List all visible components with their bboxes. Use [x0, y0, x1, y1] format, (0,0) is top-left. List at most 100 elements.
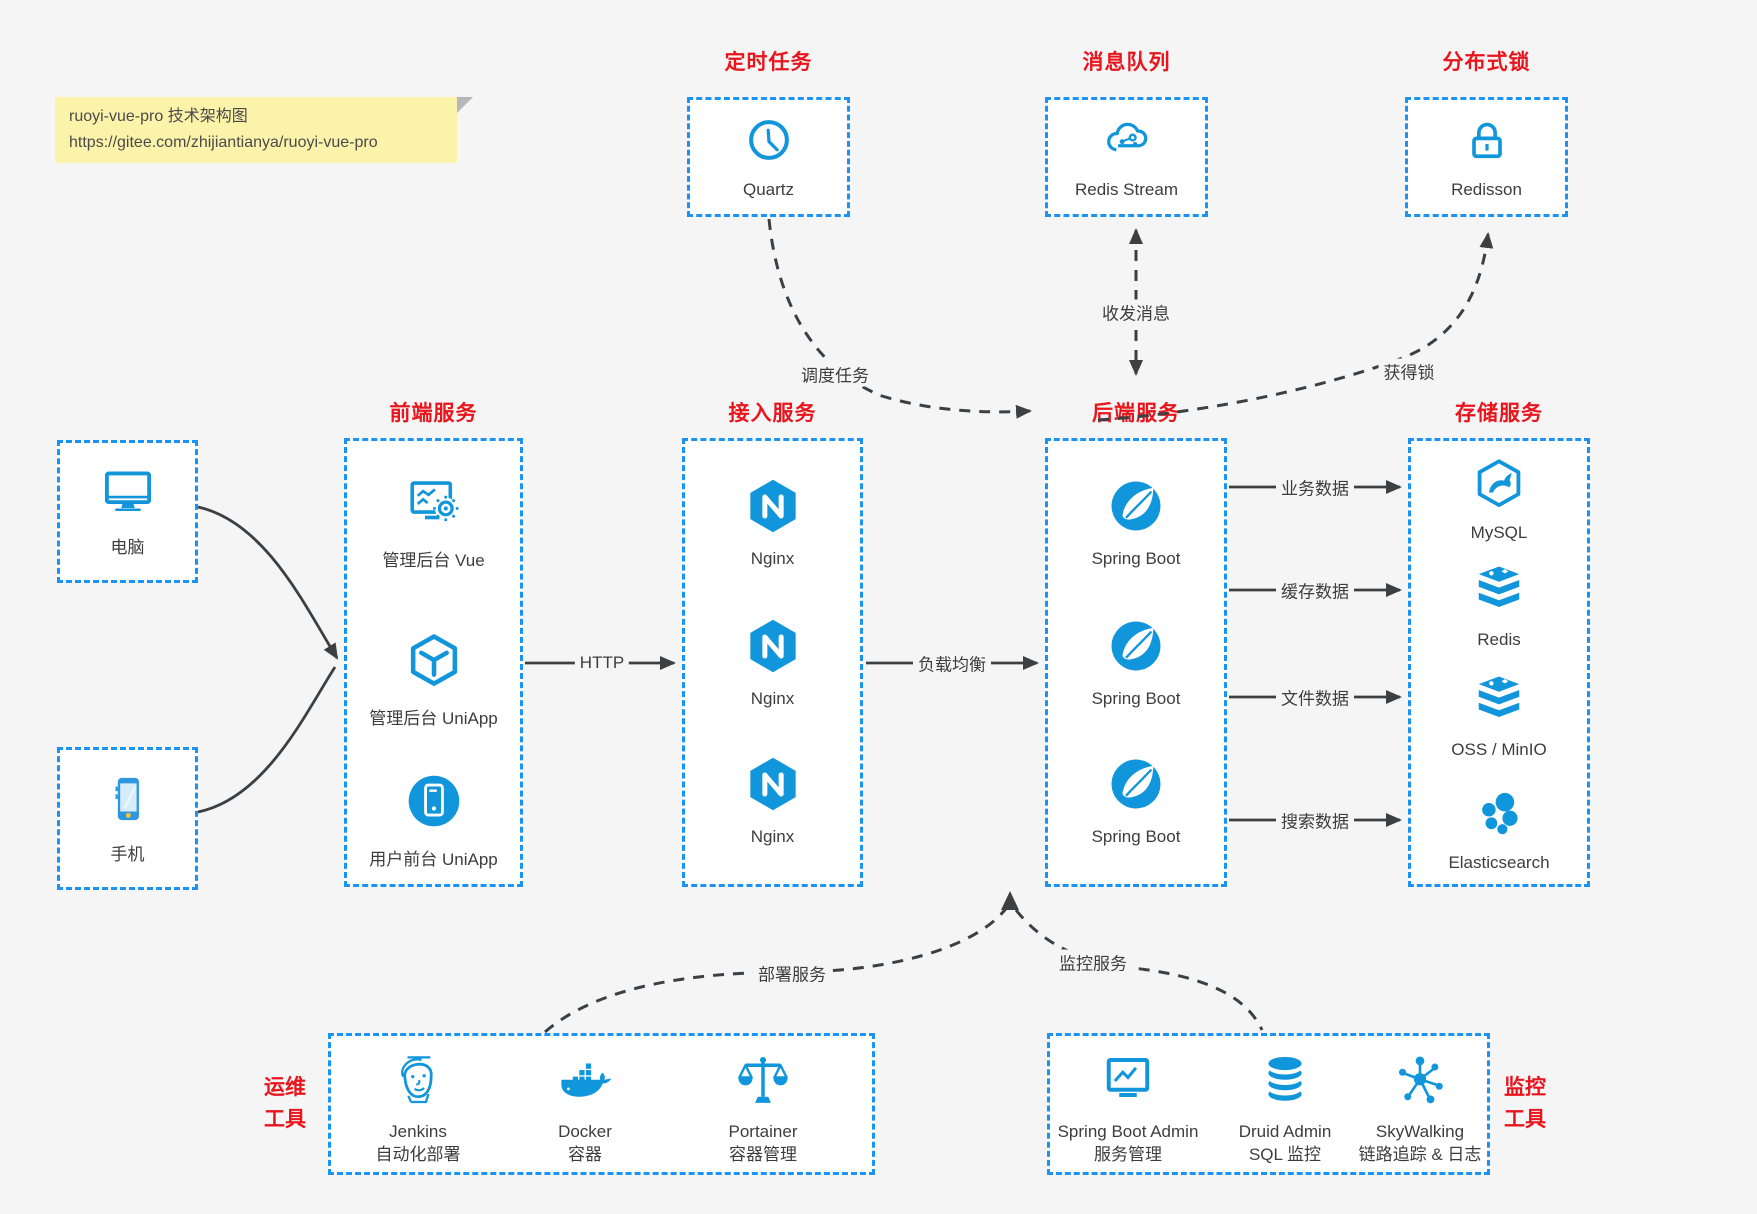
ops-item-portainer: Portainer 容器管理 — [673, 1053, 853, 1166]
box-monitor-tools — [1047, 1033, 1490, 1175]
lock-icon — [1461, 114, 1513, 171]
monitor-item-druid: Druid Admin SQL 监控 — [1195, 1053, 1375, 1166]
backend-item-spring-3: Spring Boot — [1048, 755, 1224, 847]
monitor-tools-side-label: 监控 工具 — [1492, 1072, 1558, 1136]
ops-item-jenkins: Jenkins 自动化部署 — [328, 1053, 508, 1166]
note-title: ruoyi-vue-pro 技术架构图 — [69, 108, 248, 125]
oss-minio-label: OSS / MinIO — [1451, 740, 1547, 759]
ops-tools-side-label: 运维 工具 — [252, 1072, 318, 1136]
quartz-label: Quartz — [742, 180, 795, 199]
docker-sublabel: 容器 — [568, 1145, 602, 1164]
skywalking-label: SkyWalking — [1375, 1122, 1465, 1141]
admin-vue-icon — [405, 474, 463, 537]
pc-label: 电脑 — [110, 538, 145, 557]
ops-tools-label-line2: 工具 — [264, 1108, 306, 1131]
storage-item-elasticsearch: Elasticsearch — [1411, 787, 1587, 873]
spring-boot-label: Spring Boot — [1091, 549, 1181, 568]
group-title-scheduled-tasks: 定时任务 — [724, 51, 813, 74]
cloud-network-icon — [1100, 114, 1154, 171]
storage-item-mysql: MySQL — [1411, 457, 1587, 543]
docker-label: Docker — [558, 1122, 612, 1141]
edge-label-search-data: 搜索数据 — [1276, 807, 1354, 833]
box-client-pc: 电脑 — [57, 440, 198, 583]
docker-icon — [556, 1053, 614, 1114]
edge-label-business-data: 业务数据 — [1276, 474, 1354, 500]
redis-label: Redis — [1477, 630, 1521, 649]
sba-sublabel: 服务管理 — [1094, 1145, 1162, 1164]
spring-boot-icon — [1107, 617, 1165, 680]
admin-uniapp-label: 管理后台 UniApp — [369, 709, 498, 728]
user-app-icon — [404, 771, 464, 836]
column-title-access: 接入服务 — [728, 402, 817, 425]
druid-label: Druid Admin — [1238, 1122, 1332, 1141]
monitor-tools-label-line2: 工具 — [1504, 1108, 1546, 1131]
storage-item-oss-minio: OSS / MinIO — [1411, 674, 1587, 760]
column-title-frontend: 前端服务 — [389, 402, 478, 425]
nginx-label: Nginx — [750, 689, 795, 708]
redisson-label: Redisson — [1451, 180, 1522, 199]
smartphone-icon — [103, 772, 153, 831]
portainer-label: Portainer — [728, 1122, 798, 1141]
druid-icon — [1257, 1053, 1313, 1114]
box-redis-stream: Redis Stream — [1045, 97, 1208, 217]
edge-mobile-to-frontend — [197, 666, 337, 814]
uniapp-box-icon — [405, 632, 463, 695]
spring-boot-icon — [1107, 477, 1165, 540]
note-fold-corner — [457, 97, 473, 113]
box-storage-services: MySQL Redis OSS / MinIO Elasticsearch — [1408, 438, 1590, 887]
storage-item-redis: Redis — [1411, 564, 1587, 650]
sba-label: Spring Boot Admin — [1057, 1122, 1199, 1141]
skywalking-icon — [1392, 1053, 1448, 1114]
elasticsearch-label: Elasticsearch — [1448, 853, 1550, 872]
note-url: https://gitee.com/zhijiantianya/ruoyi-vu… — [69, 134, 378, 151]
spring-boot-label: Spring Boot — [1091, 827, 1181, 846]
nginx-icon — [744, 755, 802, 818]
nginx-label: Nginx — [750, 827, 795, 846]
mysql-label: MySQL — [1470, 523, 1528, 542]
nginx-icon — [744, 477, 802, 540]
jenkins-icon — [390, 1053, 446, 1114]
column-title-backend: 后端服务 — [1092, 402, 1180, 425]
edge-deploy-arrowhead — [1001, 891, 1019, 910]
elasticsearch-icon — [1472, 787, 1526, 846]
sticky-note: ruoyi-vue-pro 技术架构图 https://gitee.com/zh… — [55, 97, 473, 163]
user-uniapp-label: 用户前台 UniApp — [369, 850, 498, 869]
box-access-services: Nginx Nginx Nginx — [682, 438, 863, 887]
backend-item-spring-2: Spring Boot — [1048, 617, 1224, 709]
edge-label-cache-data: 缓存数据 — [1276, 577, 1354, 603]
frontend-item-user-uniapp: 用户前台 UniApp — [347, 771, 520, 870]
edge-label-load-balance: 负载均衡 — [913, 650, 991, 676]
box-ops-tools — [328, 1033, 875, 1175]
ops-tools-label-line1: 运维 — [264, 1076, 306, 1099]
portainer-sublabel: 容器管理 — [729, 1145, 797, 1164]
edge-label-messages: 收发消息 — [1097, 299, 1175, 325]
access-item-nginx-2: Nginx — [685, 617, 860, 709]
ops-item-docker: Docker 容器 — [495, 1053, 675, 1166]
jenkins-label: Jenkins — [389, 1122, 447, 1141]
box-backend-services: Spring Boot Spring Boot Spring Boot — [1045, 438, 1227, 887]
desktop-computer-icon — [99, 465, 157, 524]
nginx-label: Nginx — [750, 549, 795, 568]
edge-label-deploy: 部署服务 — [753, 960, 831, 986]
frontend-item-admin-vue: 管理后台 Vue — [347, 474, 520, 571]
spring-boot-icon — [1107, 755, 1165, 818]
jenkins-sublabel: 自动化部署 — [375, 1145, 461, 1164]
column-title-storage: 存储服务 — [1455, 402, 1543, 425]
monitor-item-skywalking: SkyWalking 链路追踪 & 日志 — [1330, 1053, 1510, 1166]
mobile-label: 手机 — [110, 845, 145, 864]
monitor-tools-label-line1: 监控 — [1504, 1076, 1546, 1099]
redis-icon — [1472, 564, 1526, 623]
edge-lock-arrow — [1097, 232, 1494, 422]
nginx-icon — [744, 617, 802, 680]
spring-boot-label: Spring Boot — [1091, 689, 1181, 708]
clock-icon — [743, 114, 795, 171]
spring-boot-admin-icon — [1100, 1053, 1156, 1114]
edge-label-file-data: 文件数据 — [1276, 684, 1354, 710]
edge-label-http: HTTP — [574, 653, 630, 673]
box-quartz: Quartz — [687, 97, 850, 217]
access-item-nginx-3: Nginx — [685, 755, 860, 847]
box-redisson: Redisson — [1405, 97, 1568, 217]
oss-minio-icon — [1472, 674, 1526, 733]
box-client-mobile: 手机 — [57, 747, 198, 890]
